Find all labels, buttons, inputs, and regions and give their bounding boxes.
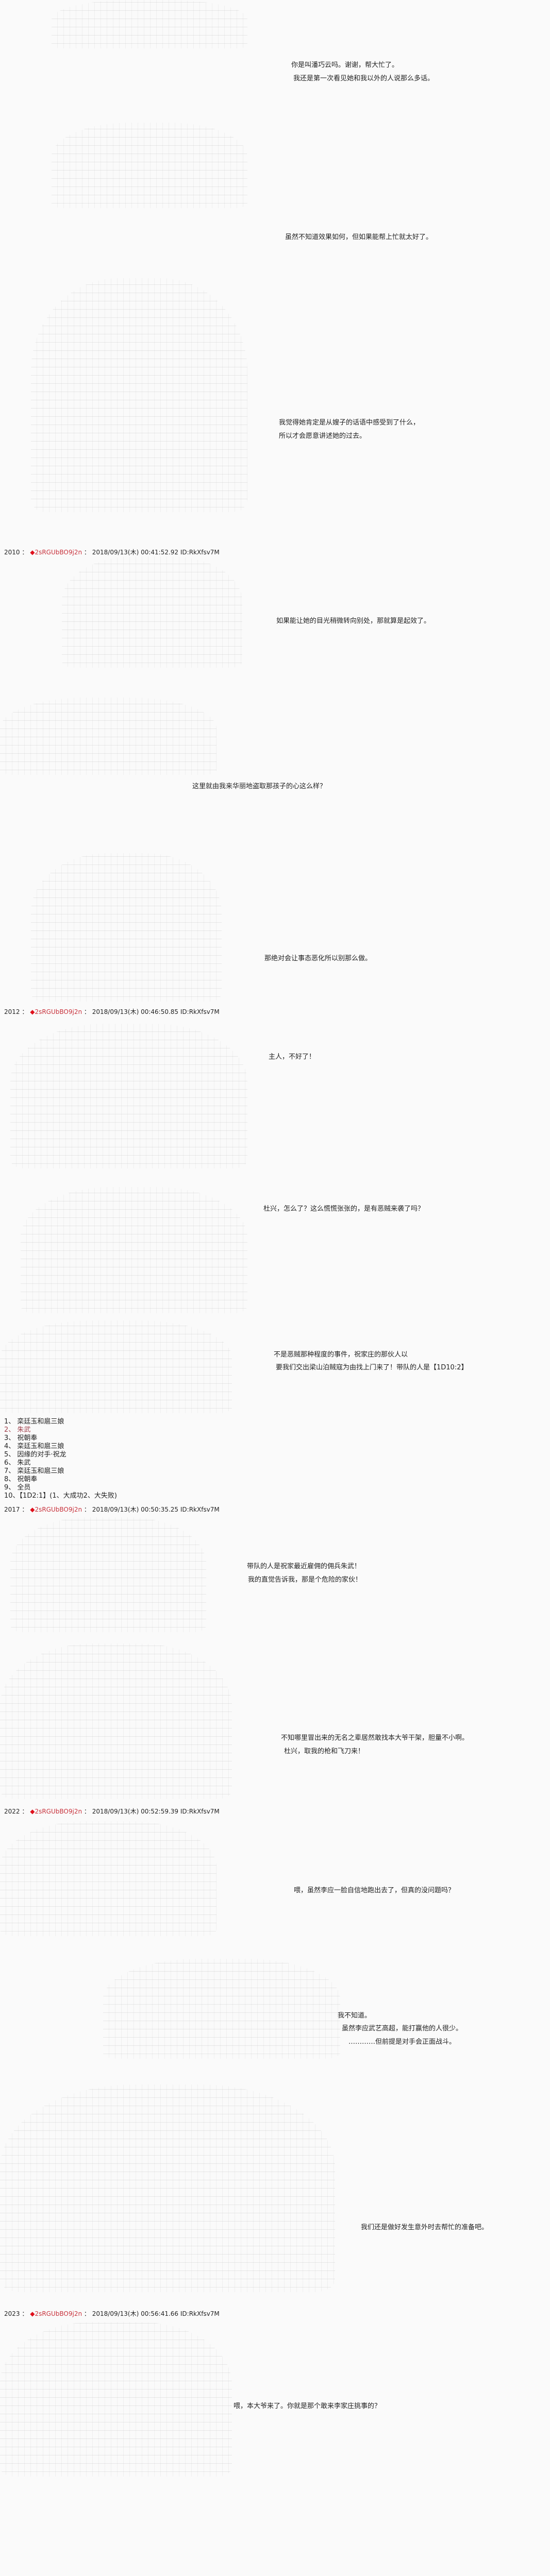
diamond-icon: ◆ [30,2310,35,2317]
post-number: 2022 [4,1808,20,1815]
post-id: ID:RkXfsv7M [180,1506,220,1513]
diamond-icon: ◆ [30,1506,35,1513]
post-header: 2022 ： ◆2sRGUbBO9j2n ： 2018/09/13(木) 00:… [4,1808,220,1815]
list-item-selected: 2、 朱武 [4,1426,31,1434]
post-header: 2017 ： ◆2sRGUbBO9j2n ： 2018/09/13(木) 00:… [4,1506,220,1513]
dialogue-line: 我觉得她肯定是从嫂子的话语中感受到了什么， [279,419,420,427]
trip-code: 2sRGUbBO9j2n [35,1808,82,1815]
post-id: ID:RkXfsv7M [180,1008,220,1015]
dialogue-line: 不知哪里冒出来的无名之辈居然敢找本大爷干架，胆量不小啊。 [281,1734,469,1742]
dialogue-line: 虽然李应武艺高超，能打赢他的人很少。 [342,2025,463,2032]
dice-option-list: 1、 栾廷玉和扈三娘 2、 朱武 3、 祝朝奉 4、 栾廷玉和扈三娘 5、 因缘… [4,1418,117,1500]
post-datetime: 2018/09/13(木) 00:50:35.25 [92,1506,179,1513]
ascii-art-figure [10,1517,206,1632]
dialogue-line: 那绝对会让事态恶化所以别那么做。 [264,955,372,962]
ascii-art-figure [31,278,247,512]
ascii-art-figure [52,0,247,48]
dialogue-line: 所以才会愿意讲述她的过去。 [279,432,366,440]
ascii-art-figure [31,853,222,1002]
diamond-icon: ◆ [30,549,35,556]
list-item: 9、 全员 [4,1484,31,1492]
dialogue-line: 我们还是做好发生意外时去帮忙的准备吧。 [361,2224,489,2231]
list-item: 8、 祝朝奉 [4,1476,38,1483]
diamond-icon: ◆ [30,1008,35,1015]
ascii-art-figure [62,556,242,668]
dialogue-line: 这里就由我来华丽地盗取那孩子的心这么样？ [192,783,327,790]
list-item: 10、【1D2:1】(1、大成功2、大失败) [4,1492,117,1500]
post-datetime: 2018/09/13(木) 00:46:50.85 [92,1008,179,1015]
post-datetime: 2018/09/13(木) 00:52:59.39 [92,1808,179,1815]
post-id: ID:RkXfsv7M [180,2310,220,2317]
dialogue-line: …………但前提是对手会正面战斗。 [348,2038,456,2046]
post-header: 2012 ： ◆2sRGUbBO9j2n ： 2018/09/13(木) 00:… [4,1008,220,1015]
list-item: 1、 栾廷玉和扈三娘 [4,1418,64,1426]
post-header: 2010 ： ◆2sRGUbBO9j2n ： 2018/09/13(木) 00:… [4,549,220,556]
post-id: ID:RkXfsv7M [180,1808,220,1815]
trip-code: 2sRGUbBO9j2n [35,1506,82,1513]
dialogue-line: 我还是第一次看见她和我以外的人说那么多话。 [293,75,435,82]
trip-code: 2sRGUbBO9j2n [35,2310,82,2317]
ascii-art-figure [0,1320,232,1413]
dialogue-line: 喂，本大爷来了。你就是那个敢来李家庄挑事的？ [234,2402,381,2410]
dialogue-line: 杜兴，怎么了？这么慌慌张张的，是有恶贼来袭了吗？ [263,1205,425,1213]
ascii-art-figure [0,2084,335,2292]
post-datetime: 2018/09/13(木) 00:41:52.92 [92,549,179,556]
dialogue-line: 我不知道。 [338,2012,372,2020]
dialogue-line: 你是叫潘巧云吗。谢谢，帮大忙了。 [291,61,399,69]
list-item: 7、 栾廷玉和扈三娘 [4,1467,64,1475]
diamond-icon: ◆ [30,1808,35,1815]
dialogue-line: 要我们交出梁山泊贼寇为由找上门来了！带队的人是【1D10:2】 [276,1364,468,1371]
dialogue-line: 虽然不知道效果如何，但如果能帮上忙就太好了。 [285,233,433,241]
ascii-art-figure [21,1187,247,1313]
trip-code: 2sRGUbBO9j2n [35,1008,82,1015]
post-number: 2010 [4,549,20,556]
ascii-art-figure [10,1024,247,1168]
dialogue-line: 带队的人是祝家最近雇佣的佣兵朱武！ [247,1563,361,1570]
dialogue-line: 我的直觉告诉我，那是个危险的家伙！ [248,1576,362,1584]
dialogue-line: 杜兴，取我的枪和飞刀来！ [284,1748,365,1755]
ascii-art-figure [0,2322,232,2477]
post-number: 2017 [4,1506,20,1513]
list-item: 4、 栾廷玉和扈三娘 [4,1443,64,1450]
dialogue-line: 喂，虽然李应一脸自信地跑出去了，但真的没问题吗？ [294,1887,455,1894]
trip-code: 2sRGUbBO9j2n [35,549,82,556]
post-datetime: 2018/09/13(木) 00:56:41.66 [92,2310,179,2317]
ascii-art-figure [0,698,216,775]
post-header: 2023 ： ◆2sRGUbBO9j2n ： 2018/09/13(木) 00:… [4,2310,220,2317]
post-number: 2023 [4,2310,20,2317]
dialogue-line: 如果能让她的目光稍微转向别处，那就算是起效了。 [276,617,431,625]
ascii-art-figure [103,1959,340,2059]
dialogue-line: 不是恶贼那种程度的事件，祝家庄的那伙人以 [274,1351,408,1359]
dialogue-line: 主人，不好了！ [269,1053,316,1061]
list-item: 6、 朱武 [4,1459,31,1467]
ascii-art-figure [52,123,247,208]
list-item: 5、 因缘的对手·祝龙 [4,1451,66,1459]
ascii-art-figure [0,1821,216,1936]
ascii-art-figure [0,1643,232,1799]
post-number: 2012 [4,1008,20,1015]
post-id: ID:RkXfsv7M [180,549,220,556]
list-item: 3、 祝朝奉 [4,1434,38,1442]
